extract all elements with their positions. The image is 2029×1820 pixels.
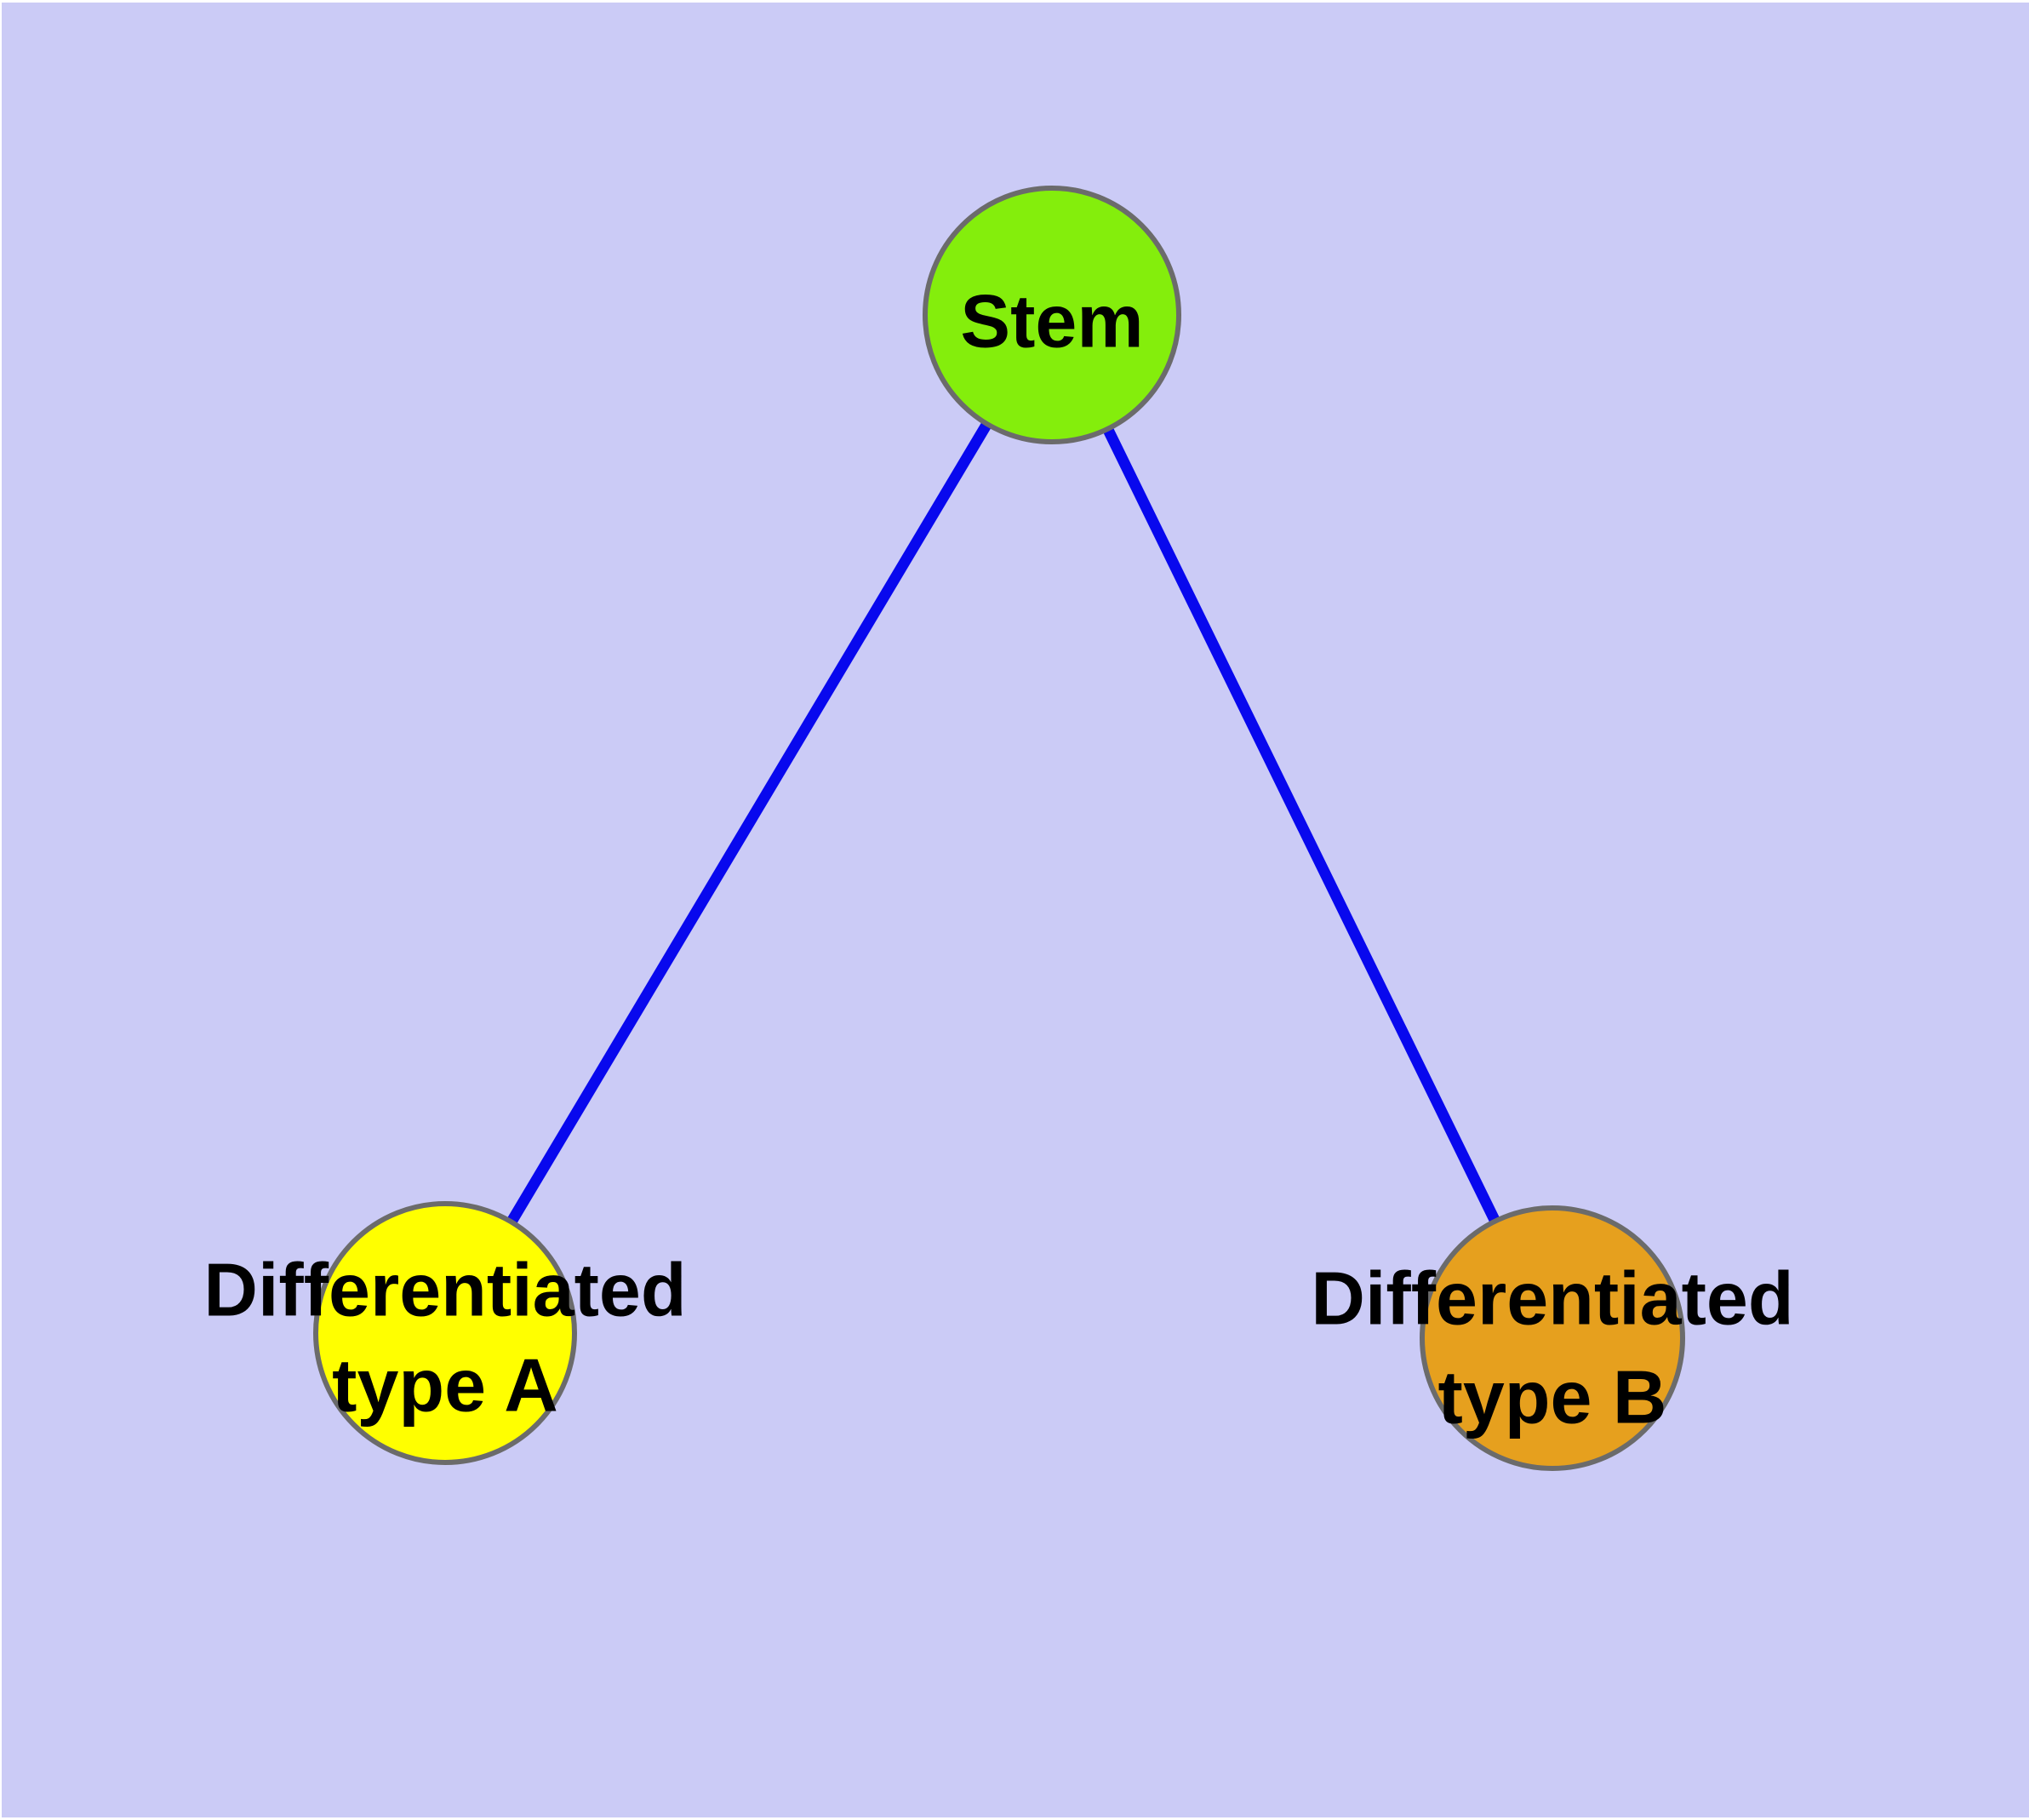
edge-stem-to-type-b <box>1047 312 1557 1341</box>
node-stem-circle <box>923 186 1181 444</box>
node-differentiated-type-b-label-line2: type B <box>1438 1355 1667 1439</box>
node-differentiated-type-a-label-line2: type A <box>332 1343 558 1428</box>
node-differentiated-type-a-circle <box>313 1201 577 1465</box>
node-differentiated-type-b-label-line1: Differentiated <box>1311 1256 1793 1341</box>
edge-stem-to-type-a <box>440 312 1057 1336</box>
node-differentiated-type-b-circle <box>1420 1205 1685 1471</box>
node-differentiated-type-a-label-line1: Differentiated <box>203 1248 686 1332</box>
node-stem-label: Stem <box>960 279 1143 363</box>
